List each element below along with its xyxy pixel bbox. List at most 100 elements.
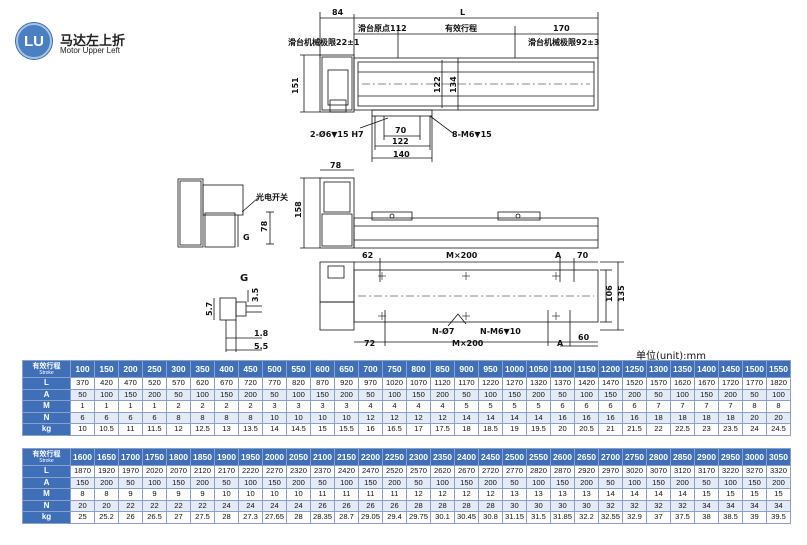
stroke-header-cell: 850 <box>430 360 455 378</box>
table-cell: 16 <box>358 423 383 436</box>
table-cell: 2 <box>214 400 239 413</box>
stroke-header-en: Stroke <box>39 457 54 464</box>
table-cell: 1120 <box>430 377 455 390</box>
lu-badge-icon: LU <box>16 23 52 59</box>
stroke-header-cell: 800 <box>406 360 431 378</box>
table-cell: 100 <box>430 476 455 489</box>
table-cell: 26 <box>382 499 407 512</box>
stroke-header-cell: 1600 <box>70 448 95 466</box>
stroke-header-cell: 1400 <box>694 360 719 378</box>
table-cell: 11 <box>118 423 143 436</box>
table-cell: 30 <box>502 499 527 512</box>
table-cell: 16.5 <box>382 423 407 436</box>
table-cell: 32 <box>670 499 695 512</box>
table-cell: 150 <box>598 388 623 401</box>
stroke-header-cell: 1650 <box>94 448 119 466</box>
table-cell: 2320 <box>286 465 311 478</box>
table-cell: 1070 <box>406 377 431 390</box>
table-cell: 17 <box>406 423 431 436</box>
table-cell: 18 <box>670 411 695 424</box>
table-cell: 12 <box>430 488 455 501</box>
table-cell: 100 <box>574 388 599 401</box>
table-cell: 27 <box>166 511 191 524</box>
table-cell: 11.5 <box>142 423 167 436</box>
table-cell: 3320 <box>766 465 791 478</box>
table-cell: 12 <box>358 411 383 424</box>
table-cell: 30.8 <box>478 511 503 524</box>
table-cell: 25 <box>70 511 95 524</box>
table-cell: 16 <box>622 411 647 424</box>
dim-122-horizontal: 122 <box>392 137 409 146</box>
table-cell: 32.55 <box>598 511 623 524</box>
table-cell: 2870 <box>550 465 575 478</box>
table-cell: 50 <box>694 476 719 489</box>
table-cell: 32 <box>646 499 671 512</box>
table-cell: 28.7 <box>334 511 359 524</box>
table-cell: 100 <box>478 388 503 401</box>
table-cell: 19.5 <box>526 423 551 436</box>
table-cell: 14.5 <box>286 423 311 436</box>
table-cell: 6 <box>118 411 143 424</box>
table-cell: 100 <box>190 388 215 401</box>
table-cell: 200 <box>430 388 455 401</box>
table-cell: 200 <box>286 476 311 489</box>
table-cell: 150 <box>358 476 383 489</box>
table-cell: 11 <box>334 488 359 501</box>
table-cell: 9 <box>166 488 191 501</box>
table-cell: 3 <box>262 400 287 413</box>
table-cell: 21.5 <box>622 423 647 436</box>
table-cell: 100 <box>94 388 119 401</box>
table-cell: 8 <box>742 400 767 413</box>
table-cell: 3220 <box>718 465 743 478</box>
table-cell: 2920 <box>574 465 599 478</box>
table-cell: 1370 <box>550 377 575 390</box>
stroke-header-cell: 2950 <box>718 448 743 466</box>
table-cell: 50 <box>70 388 95 401</box>
mark-A-top: A <box>555 251 562 260</box>
table-cell: 34 <box>718 499 743 512</box>
table-cell: 4 <box>358 400 383 413</box>
table-cell: 5 <box>526 400 551 413</box>
table-cell: 1670 <box>694 377 719 390</box>
table-cell: 31.15 <box>502 511 527 524</box>
table-cell: 4 <box>382 400 407 413</box>
limit-right-label: 滑台机械极限92±3 <box>528 37 599 47</box>
table-cell: 50 <box>742 388 767 401</box>
row-label: kg <box>22 511 71 524</box>
table-cell: 30 <box>550 499 575 512</box>
dim-L: L <box>460 8 465 17</box>
limit-left-label: 滑台机械极限22±1 <box>288 37 360 47</box>
table-cell: 16 <box>574 411 599 424</box>
table-cell: 7 <box>646 400 671 413</box>
table-cell: 15 <box>718 488 743 501</box>
stroke-header-cell: 350 <box>190 360 215 378</box>
stroke-header-cell: 2100 <box>310 448 335 466</box>
dim-84: 84 <box>332 8 344 17</box>
table-cell: 50 <box>550 388 575 401</box>
table-cell: 7 <box>694 400 719 413</box>
table-cell: 1970 <box>118 465 143 478</box>
table-cell: 200 <box>526 388 551 401</box>
table-cell: 21 <box>598 423 623 436</box>
table-cell: 100 <box>526 476 551 489</box>
table-cell: 10 <box>286 411 311 424</box>
table-cell: 970 <box>358 377 383 390</box>
table-cell: 27.5 <box>190 511 215 524</box>
table-cell: 9 <box>118 488 143 501</box>
dim-60: 60 <box>578 333 590 342</box>
stroke-header-cell: 300 <box>166 360 191 378</box>
hole-b-label: 8-M6▼15 <box>452 130 492 139</box>
table-cell: 28 <box>286 511 311 524</box>
table-cell: 28.35 <box>310 511 335 524</box>
table-cell: 20 <box>94 499 119 512</box>
stroke-header-cell: 1550 <box>766 360 791 378</box>
table-cell: 4 <box>430 400 455 413</box>
table-cell: 370 <box>70 377 95 390</box>
stroke-header-cell: 1000 <box>502 360 527 378</box>
table-cell: 10 <box>334 411 359 424</box>
table-cell: 2570 <box>406 465 431 478</box>
stroke-header-cell: 1700 <box>118 448 143 466</box>
table-cell: 3 <box>286 400 311 413</box>
